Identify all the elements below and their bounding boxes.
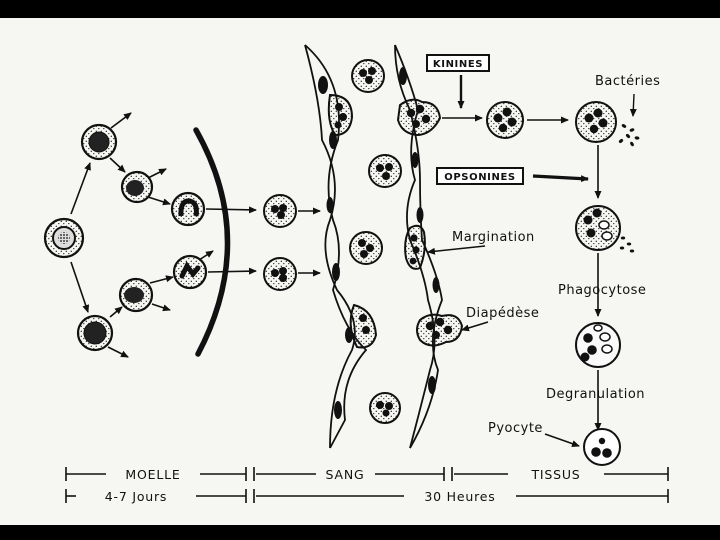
- bacteries-label: Bactéries: [595, 74, 660, 89]
- adherent-cell-left-1: [327, 93, 354, 137]
- timeline-moelle-label: MOELLE: [125, 467, 180, 482]
- neutrophil-meets-bacteria: [575, 101, 617, 143]
- opsonines-box: OPSONINES: [436, 167, 524, 185]
- timeline-duration-total: 30 Heures: [424, 489, 495, 504]
- lumen-cell-2: [368, 154, 402, 188]
- timeline: [65, 467, 669, 503]
- kinin-activated-cell: [396, 98, 442, 137]
- diapedese-label: Diapédèse: [466, 306, 539, 321]
- band-cell: [170, 191, 206, 227]
- margination-label: Margination: [452, 230, 535, 245]
- phagocytose-label: Phagocytose: [558, 283, 646, 298]
- blood-neutrophil-2: [263, 257, 297, 291]
- lumen-cell-1: [351, 59, 385, 93]
- marrow-section: [43, 112, 257, 358]
- marginating-cell: [404, 224, 426, 270]
- bacteria-cluster: [618, 124, 640, 147]
- opsonines-label: OPSONINES: [444, 172, 515, 183]
- degranulation-label: Degranulation: [546, 387, 645, 402]
- kinines-box: KININES: [426, 54, 490, 72]
- marrow-arrows: [70, 112, 257, 358]
- timeline-duration-moelle: 4-7 Jours: [105, 489, 168, 504]
- diapedesis-cell: [416, 313, 464, 347]
- degranulating-cell: [575, 322, 621, 368]
- timeline-tissus-label: TISSUS: [530, 467, 580, 482]
- myeloblast-upper: [80, 123, 118, 161]
- timeline-sang-label: SANG: [326, 467, 365, 482]
- myelocyte-upper: [120, 170, 154, 204]
- stem-cell: [43, 217, 85, 259]
- myelocyte-lower: [118, 277, 154, 313]
- segmented-cell-marrow: [172, 254, 208, 290]
- lumen-cell-4: [369, 392, 401, 424]
- tissue-section: KININES OPSONINES Bactéries: [426, 54, 660, 466]
- phagocytosing-cell: [575, 205, 635, 253]
- vessel-wall-left: [304, 44, 378, 449]
- blood-neutrophil-1: [263, 194, 297, 228]
- myeloblast-lower: [76, 314, 114, 352]
- pyocyte-cell: [583, 428, 621, 466]
- adherent-cell-left-2: [349, 303, 378, 349]
- lumen-cell-3: [349, 231, 383, 265]
- kinines-label: KININES: [433, 59, 483, 70]
- marrow-barrier: [193, 127, 231, 357]
- blood-section: [263, 44, 464, 449]
- pyocyte-label: Pyocyte: [488, 421, 543, 436]
- tissue-neutrophil: [486, 101, 524, 139]
